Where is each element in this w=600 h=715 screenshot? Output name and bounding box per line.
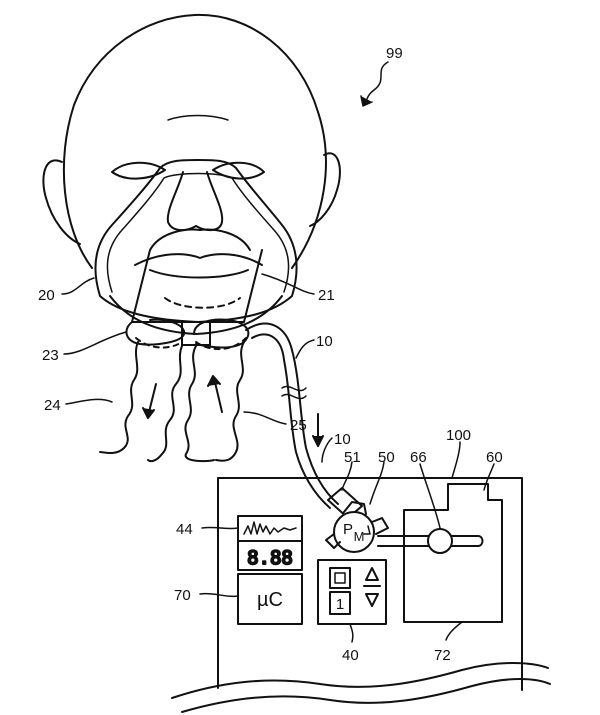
ref-44: 44 [176,521,193,538]
connector-port-dashed [165,298,240,308]
sampling-tube [246,324,338,508]
ref-66: 66 [410,449,427,466]
leader-10a [296,340,314,358]
leader-99-arrowhead [361,96,372,106]
waveform-trace [244,522,296,534]
nose [168,172,222,230]
ref-21: 21 [318,287,335,304]
connector-dome [150,230,250,250]
gas-module [378,484,502,622]
left-limb-inner [148,346,182,461]
left-limb-arrowhead [143,408,154,418]
leader-51 [342,462,352,490]
right-limb-inner [185,346,214,461]
left-limb-cuff-dash [136,338,182,348]
leader-44 [202,527,238,528]
leader-25 [244,412,286,424]
left-limb-outer [100,342,138,453]
ref-24: 24 [44,397,61,414]
ref-70: 70 [174,587,191,604]
leader-50 [370,462,384,504]
leader-100 [452,442,460,478]
ref-50: 50 [378,449,395,466]
leader-72 [446,622,462,640]
microcontroller-label: µC [257,589,283,611]
sensor-m-label: M [354,529,365,544]
pressure-sensor: P M [326,488,388,552]
leader-23 [64,332,126,354]
leader-99 [364,62,388,104]
connector-body [132,250,262,322]
ref-25: 25 [290,417,307,434]
leader-40 [350,624,353,642]
ref-72: 72 [434,647,451,664]
ref-23: 23 [42,347,59,364]
ref-100: 100 [446,427,471,444]
inspiratory-expiratory-limbs [100,320,248,462]
housing-cut-line-1 [172,663,548,698]
right-ear [310,153,340,226]
ref-99: 99 [386,45,403,62]
display-readout: 8.88 [247,547,293,569]
lower-lip [150,270,248,278]
leader-20 [62,278,94,294]
forehead-crease [168,116,228,121]
ref-10-lower: 10 [334,431,351,448]
tube-flow-arrowhead [313,436,323,446]
ref-60: 60 [486,449,503,466]
up-arrow-icon [366,568,378,580]
mode-button [330,568,350,588]
ref-20: 20 [38,287,55,304]
sensor-p-label: P [343,521,353,538]
display-unit: 8.88 [238,516,302,570]
control-panel: 1 [318,560,386,624]
leader-10b [322,438,332,462]
upper-lip [135,254,262,265]
ref-10-upper: 10 [316,333,333,350]
pump-valve [428,529,452,553]
tube-break-mark [282,386,306,398]
leader-24 [66,399,112,404]
reference-numerals: 99 20 21 23 24 25 10 10 44 70 40 72 51 5… [38,45,503,664]
microcontroller: µC [238,574,302,624]
face-mask [96,160,297,322]
left-ear [43,160,80,244]
step-indicator: 1 [336,596,344,613]
leader-66 [420,464,440,528]
right-limb-arrowhead [208,376,220,386]
ref-51: 51 [344,449,361,466]
down-arrow-icon [366,594,378,606]
ref-40: 40 [342,647,359,664]
